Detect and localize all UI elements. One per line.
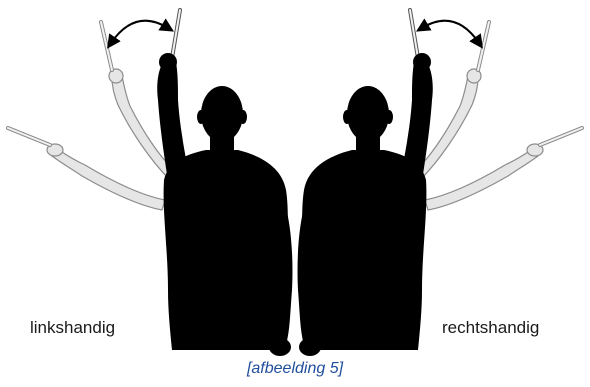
right-handed-figure	[298, 10, 582, 356]
figure-caption: [afbeelding 5]	[0, 360, 590, 378]
left-handed-figure	[8, 10, 292, 356]
right-handed-label: rechtshandig	[442, 318, 539, 338]
left-silhouette	[157, 53, 292, 356]
left-handed-label: linkshandig	[30, 318, 115, 338]
right-silhouette	[298, 53, 433, 356]
left-curved-double-arrow-icon	[111, 21, 168, 43]
right-curved-double-arrow-icon	[422, 21, 479, 43]
